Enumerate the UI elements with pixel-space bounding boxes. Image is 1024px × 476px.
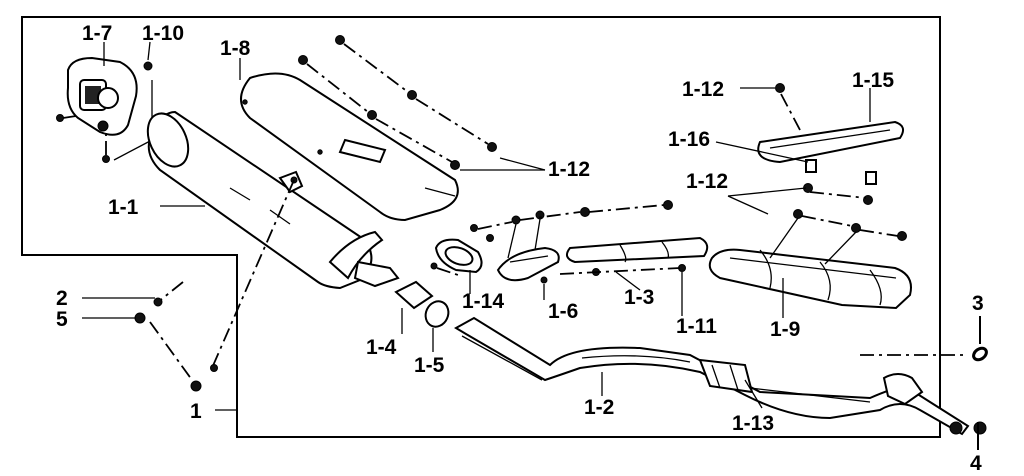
clamp-band-part	[430, 221, 513, 294]
muffler-heat-shield-part	[240, 72, 459, 222]
label-1-9: 1-9	[770, 318, 800, 341]
pipe-clamp-shield-part	[698, 358, 763, 409]
end-cap-part	[56, 56, 138, 163]
shield-clamp-part	[496, 210, 581, 300]
label-2: 2	[56, 287, 68, 310]
washer-part	[153, 297, 163, 307]
muffler-body-part	[146, 110, 400, 290]
leader-lines	[82, 41, 871, 411]
label-1-15: 1-15	[852, 69, 894, 92]
label-1-12-mid: 1-12	[548, 158, 590, 181]
shield-screws-top	[298, 35, 497, 170]
label-1-16: 1-16	[668, 128, 710, 151]
label-1-8: 1-8	[220, 37, 251, 60]
exhaust-port-gasket-part	[860, 316, 988, 362]
label-1-1: 1-1	[108, 196, 139, 219]
label-3: 3	[972, 292, 984, 315]
pipe-heat-shield-part	[708, 183, 912, 310]
label-1-12-right: 1-12	[686, 170, 728, 193]
pipe-guard-bracket-part	[757, 83, 905, 185]
label-1-4: 1-4	[366, 336, 397, 359]
ring-gasket-part	[424, 300, 450, 352]
label-1-6: 1-6	[548, 300, 578, 323]
mid-guard-part	[559, 200, 709, 276]
label-1-2: 1-2	[584, 396, 614, 419]
label-1-11: 1-11	[676, 315, 717, 338]
label-1-3: 1-3	[624, 286, 654, 309]
label-1-12-top: 1-12	[682, 78, 724, 101]
label-5: 5	[56, 308, 68, 331]
label-4: 4	[970, 452, 982, 475]
label-1-10: 1-10	[142, 22, 184, 45]
label-1: 1	[190, 400, 202, 423]
label-1-7: 1-7	[82, 22, 112, 45]
assembly-frame	[21, 16, 941, 438]
label-1-13: 1-13	[732, 412, 774, 435]
label-1-5: 1-5	[414, 354, 445, 377]
label-1-14: 1-14	[462, 290, 504, 313]
bolt-part	[134, 312, 146, 324]
exhaust-flange-part	[882, 373, 987, 450]
sleeve-gasket-part	[394, 280, 434, 334]
